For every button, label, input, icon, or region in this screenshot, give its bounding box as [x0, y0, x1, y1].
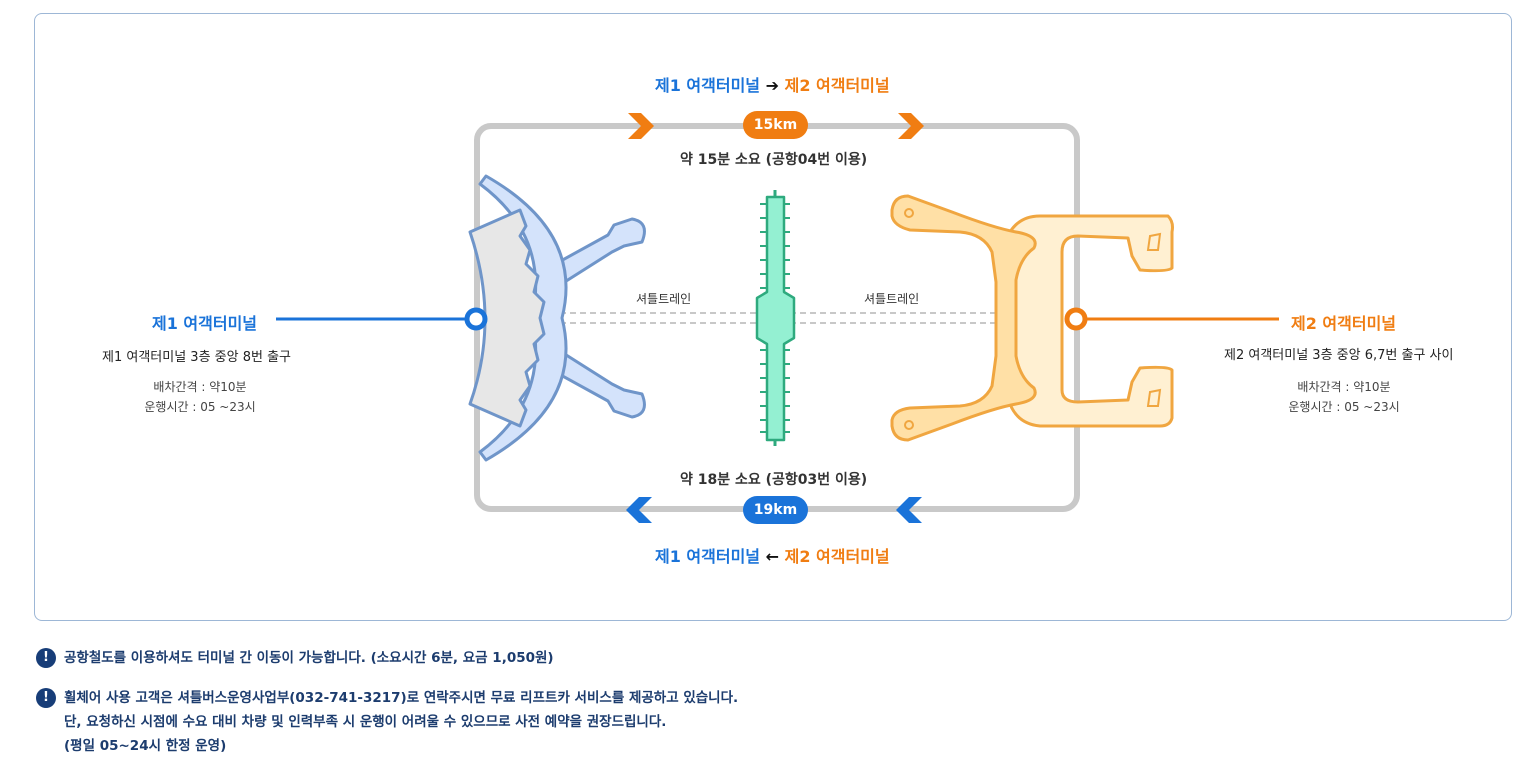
concourse-building-icon: [755, 190, 796, 446]
note-text: 공항철도를 이용하셔도 터미널 간 이동이 가능합니다. (소요시간 6분, 요…: [64, 650, 554, 666]
route-top-title: 제1 여객터미널 ➔ 제2 여객터미널: [655, 72, 890, 96]
route-bottom-duration: 약 18분 소요 (공항03번 이용): [680, 472, 868, 488]
note-text: 단, 요청하신 시점에 수요 대비 차량 및 인력부족 시 운행이 어려울 수 …: [64, 714, 667, 730]
terminal1-name: 제1 여객터미널: [152, 314, 258, 333]
route-top-duration: 약 15분 소요 (공항04번 이용): [680, 152, 868, 168]
terminal2-building-icon: [890, 194, 1174, 442]
shuttle-label-left: 셔틀트레인: [636, 292, 692, 306]
terminal2-location: 제2 여객터미널 3층 중앙 6,7번 출구 사이: [1224, 348, 1454, 363]
arrow-left-icon: ←: [765, 547, 780, 566]
terminal1-hours: 운행시간 : 05 ~23시: [144, 400, 256, 414]
terminal1-building-icon: [468, 174, 646, 462]
terminal1-marker: [464, 307, 488, 331]
terminal2-interval: 배차간격 : 약10분: [1297, 380, 1391, 394]
route-bottom-to: 제2 여객터미널: [784, 547, 890, 566]
shuttle-label-right: 셔틀트레인: [864, 292, 920, 306]
route-top-from: 제1 여객터미널: [655, 76, 761, 95]
terminal2-marker: [1064, 307, 1088, 331]
chevron-right-icon: [898, 113, 924, 139]
terminal1-location: 제1 여객터미널 3층 중앙 8번 출구: [102, 350, 291, 365]
note-text: 휠체어 사용 고객은 셔틀버스운영사업부(032-741-3217)로 연락주시…: [64, 690, 739, 706]
route-diagram-panel: [34, 13, 1512, 621]
terminal2-schedule: 배차간격 : 약10분 운행시간 : 05 ~23시: [1254, 377, 1434, 417]
distance-badge-top: 15km: [743, 111, 808, 139]
route-bottom-from: 제1 여객터미널: [655, 547, 761, 566]
route-top-to: 제2 여객터미널: [784, 76, 890, 95]
note-item: ! 휠체어 사용 고객은 셔틀버스운영사업부(032-741-3217)로 연락…: [36, 686, 1516, 758]
distance-badge-bottom: 19km: [743, 496, 808, 524]
exclamation-icon: !: [36, 648, 56, 668]
chevron-right-icon: [628, 113, 654, 139]
exclamation-icon: !: [36, 688, 56, 708]
terminal2-name: 제2 여객터미널: [1291, 314, 1397, 333]
note-item: ! 공항철도를 이용하셔도 터미널 간 이동이 가능합니다. (소요시간 6분,…: [36, 646, 1516, 670]
chevron-left-icon: [626, 497, 652, 523]
terminal2-hours: 운행시간 : 05 ~23시: [1288, 400, 1400, 414]
route-bottom-title: 제1 여객터미널 ← 제2 여객터미널: [655, 543, 890, 567]
note-text: (평일 05~24시 한정 운영): [64, 738, 227, 754]
terminal1-interval: 배차간격 : 약10분: [153, 380, 247, 394]
terminal1-schedule: 배차간격 : 약10분 운행시간 : 05 ~23시: [110, 377, 290, 417]
chevron-left-icon: [896, 497, 922, 523]
arrow-right-icon: ➔: [765, 76, 780, 95]
